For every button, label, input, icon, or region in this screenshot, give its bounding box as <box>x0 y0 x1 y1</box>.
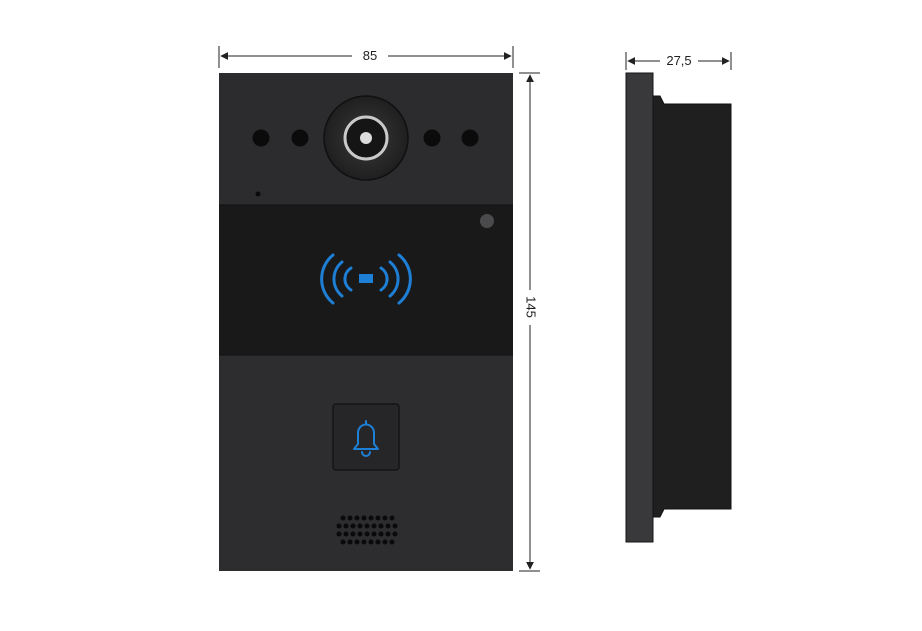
depth-dimension: 27,5 <box>625 52 732 70</box>
speaker-hole <box>347 539 353 545</box>
speaker-hole <box>378 523 384 529</box>
speaker-hole <box>350 531 356 537</box>
speaker-hole <box>343 523 349 529</box>
speaker-hole <box>361 539 367 545</box>
speaker-hole <box>375 515 381 521</box>
speaker-hole <box>347 515 353 521</box>
depth-label: 27,5 <box>666 53 691 68</box>
height-label: 145 <box>524 296 539 318</box>
ir-led <box>291 129 309 147</box>
side-view: 27,5 <box>625 52 732 543</box>
speaker-hole <box>368 539 374 545</box>
speaker-hole <box>336 523 342 529</box>
ir-led <box>423 129 441 147</box>
call-button[interactable] <box>332 403 400 471</box>
speaker-hole <box>371 523 377 529</box>
speaker-hole <box>385 531 391 537</box>
speaker-hole <box>357 523 363 529</box>
speaker-hole <box>357 531 363 537</box>
speaker-hole <box>392 523 398 529</box>
speaker-hole <box>389 515 395 521</box>
speaker-hole <box>389 539 395 545</box>
camera-lens-icon <box>323 95 409 181</box>
speaker-hole <box>350 523 356 529</box>
light-sensor <box>480 214 494 228</box>
speaker-hole <box>361 515 367 521</box>
speaker-hole <box>368 515 374 521</box>
bell-icon <box>353 420 379 457</box>
rfid-waves-icon <box>320 253 412 305</box>
speaker-hole <box>364 531 370 537</box>
speaker-hole <box>382 515 388 521</box>
ir-leds <box>252 129 479 147</box>
speaker-hole <box>364 523 370 529</box>
speaker-hole <box>385 523 391 529</box>
speaker-hole <box>340 539 346 545</box>
speaker-hole <box>371 531 377 537</box>
speaker-grille <box>336 515 398 545</box>
speaker-hole <box>375 539 381 545</box>
ir-led <box>252 129 270 147</box>
speaker-hole <box>354 539 360 545</box>
speaker-hole <box>343 531 349 537</box>
side-back-housing <box>652 95 732 518</box>
speaker-hole <box>340 515 346 521</box>
ir-led <box>461 129 479 147</box>
microphone-hole <box>255 191 261 197</box>
front-view: 85 145 <box>218 46 540 572</box>
speaker-hole <box>392 531 398 537</box>
side-front-plate <box>625 72 654 543</box>
height-dimension: 145 <box>519 72 540 572</box>
speaker-hole <box>378 531 384 537</box>
speaker-hole <box>382 539 388 545</box>
width-dimension: 85 <box>218 46 514 68</box>
speaker-hole <box>336 531 342 537</box>
width-label: 85 <box>363 48 377 63</box>
speaker-hole <box>354 515 360 521</box>
